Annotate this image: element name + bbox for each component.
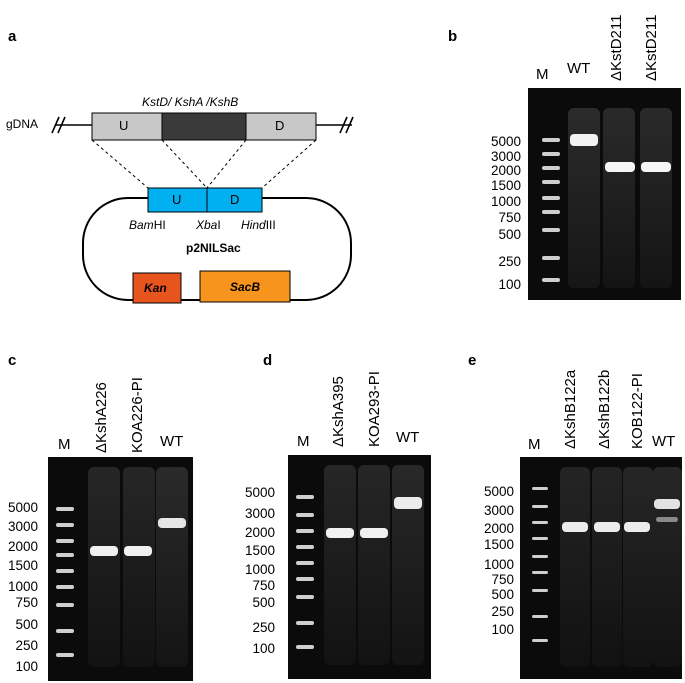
gel-e	[520, 457, 682, 679]
lane-label-kstd-1: ΔKstD211	[608, 14, 625, 81]
gel-c	[48, 457, 193, 681]
ladder-e-1000: 1000	[483, 557, 514, 572]
ladder-e-100: 100	[491, 622, 514, 637]
ladder-c-1500: 1500	[7, 558, 38, 573]
band-c-lane1	[90, 546, 118, 556]
lane-label-e-2: ΔKshB122b	[596, 369, 613, 449]
ladder-b-1500: 1500	[490, 178, 521, 193]
ladder-c-100: 100	[15, 659, 38, 674]
plasmid-u-label: U	[172, 192, 182, 207]
ladder-c-2000: 2000	[7, 539, 38, 554]
sacb-label: SacB	[230, 280, 261, 294]
ladder-c-500: 500	[15, 617, 38, 632]
upstream-box	[91, 112, 163, 141]
ladder-e-1500: 1500	[483, 537, 514, 552]
bamhi-label: BamHI	[129, 218, 166, 232]
genes-label: KstD/ KshA /KshB	[142, 95, 239, 109]
ladder-b-2000: 2000	[490, 163, 521, 178]
ladder-d-100: 100	[252, 641, 275, 656]
ladder-b-3000: 3000	[490, 149, 521, 164]
band-c-wt	[158, 518, 186, 528]
panel-a-letter: a	[8, 28, 17, 45]
ladder-e-2000: 2000	[483, 521, 514, 536]
plasmid-name: p2NILSac	[186, 241, 241, 255]
ladder-d-500: 500	[252, 595, 275, 610]
ladder-c-1000: 1000	[7, 579, 38, 594]
ladder-d-2000: 2000	[244, 525, 275, 540]
plasmid-d-box	[206, 187, 263, 213]
panel-b-letter: b	[448, 28, 458, 45]
construct-diagram	[51, 112, 354, 304]
gene-box	[161, 112, 247, 141]
gdna-label: gDNA	[6, 117, 39, 131]
plasmid-d-label: D	[230, 192, 240, 207]
lane-label-c-m: M	[58, 436, 71, 453]
ladder-b-250: 250	[498, 254, 521, 269]
kan-box	[132, 272, 182, 304]
lane-label-c-2: KOA226-PI	[129, 377, 146, 453]
ladder-b-5000: 5000	[490, 134, 521, 149]
lane-label-m: M	[536, 66, 549, 83]
band-c-lane2	[124, 546, 152, 556]
band-b-lane2	[605, 162, 635, 172]
lane-label-d-wt: WT	[396, 429, 420, 446]
plasmid-u-box	[147, 187, 208, 213]
panel-c-letter: c	[8, 352, 17, 369]
xbai-label: XbaI	[196, 218, 221, 232]
band-b-wt	[570, 134, 598, 146]
band-e-lane3	[624, 522, 650, 532]
ladder-c-5000: 5000	[7, 500, 38, 515]
ladder-d-1000: 1000	[244, 562, 275, 577]
ladder-d-1500: 1500	[244, 543, 275, 558]
panel-d-letter: d	[263, 352, 273, 369]
lane-label-e-wt: WT	[652, 433, 676, 450]
dash-1	[91, 139, 149, 189]
band-b-lane3	[641, 162, 671, 172]
band-d-lane2	[360, 528, 388, 538]
ladder-e-250: 250	[491, 604, 514, 619]
ladder-e-750: 750	[491, 572, 514, 587]
hindiii-label: HindIII	[241, 218, 276, 232]
lane-label-d-1: ΔKshA395	[330, 376, 347, 447]
gel-d	[288, 455, 431, 679]
band-e-lane1	[562, 522, 588, 532]
ladder-d-750: 750	[252, 578, 275, 593]
ladder-d-3000: 3000	[244, 506, 275, 521]
ladder-d-5000: 5000	[244, 485, 275, 500]
ladder-e-3000: 3000	[483, 503, 514, 518]
break-mark-right	[339, 116, 348, 134]
ladder-e-500: 500	[491, 587, 514, 602]
ladder-d-250: 250	[252, 620, 275, 635]
u-label: U	[119, 118, 129, 133]
lane-label-e-3: KOB122-PI	[629, 373, 646, 449]
lane-label-e-1: ΔKshB122a	[562, 369, 579, 449]
lane-label-d-2: KOA293-PI	[366, 371, 383, 447]
ladder-e-5000: 5000	[483, 484, 514, 499]
band-e-lane2	[594, 522, 620, 532]
lane-label-wt: WT	[567, 60, 591, 77]
band-e-wt-lower	[656, 517, 678, 522]
break-mark-left	[51, 116, 60, 134]
ladder-b-1000: 1000	[490, 194, 521, 209]
lane-label-c-wt: WT	[160, 433, 184, 450]
panel-e-letter: e	[468, 352, 477, 369]
ladder-c-3000: 3000	[7, 519, 38, 534]
lane-label-kstd-2: ΔKstD211	[643, 14, 660, 81]
kan-label: Kan	[144, 281, 167, 295]
band-d-wt	[394, 497, 422, 509]
ladder-b-100: 100	[498, 277, 521, 292]
ladder-c-750: 750	[15, 595, 38, 610]
lane-label-c-1: ΔKshA226	[93, 382, 110, 453]
downstream-box	[245, 112, 317, 141]
lane-label-e-m: M	[528, 436, 541, 453]
sacb-box	[199, 270, 291, 303]
gel-b	[528, 88, 681, 300]
ladder-c-250: 250	[15, 638, 38, 653]
band-e-wt-upper	[654, 499, 680, 509]
ladder-b-750: 750	[498, 210, 521, 225]
d-label: D	[275, 118, 285, 133]
lane-label-d-m: M	[297, 433, 310, 450]
band-d-lane1	[326, 528, 354, 538]
ladder-b-500: 500	[498, 227, 521, 242]
